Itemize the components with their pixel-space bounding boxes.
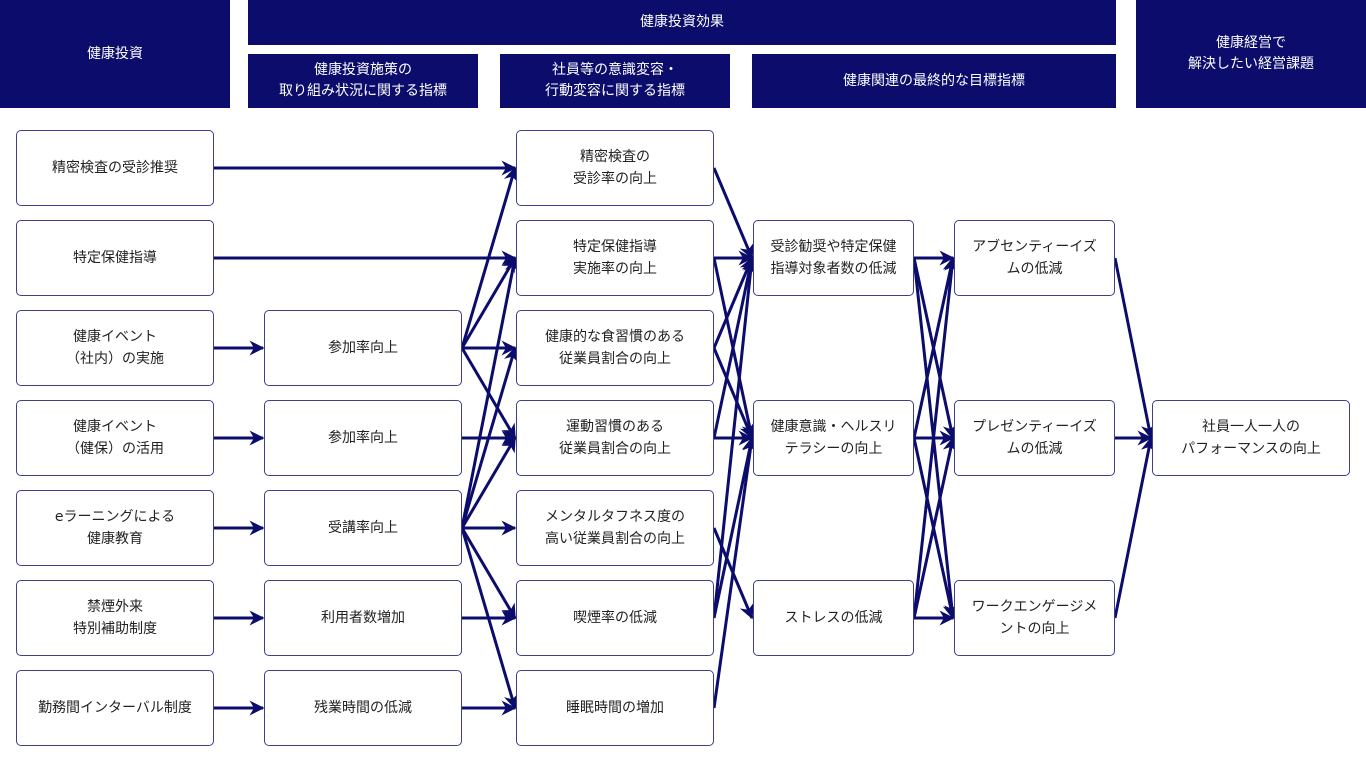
arrow-mea_attend-to-beh_exercise [460,436,517,529]
header-investment: 健康投資 [0,0,230,108]
node-smoking-clinic-subsidy: 禁煙外来 特別補助制度 [16,580,214,656]
node-guidance-rate: 特定保健指導 実施率の向上 [516,220,714,296]
node-participation-rate-2: 参加率向上 [264,400,462,476]
node-internal-health-event: 健康イベント （社内）の実施 [16,310,214,386]
node-exercise-habit-ratio: 運動習慣のある 従業員割合の向上 [516,400,714,476]
node-stress-reduction: ストレスの低減 [753,580,914,656]
arrow-beh_smoking-to-fin_literacy [712,436,757,619]
arrow-mea_attend-to-beh_diet [460,346,519,529]
node-presenteeism-reduction: プレゼンティーイズ ムの低減 [954,400,1115,476]
arrow-mea_attend-to-beh_smoking [460,527,517,620]
arrow-beh_exercise-to-fin_target [712,256,757,439]
node-work-engagement: ワークエンゲージメ ントの向上 [954,580,1115,656]
arrow-out_engage-to-goal [1113,436,1156,619]
node-work-interval-system: 勤務間インターバル制度 [16,670,214,746]
arrow-fin_stress-to-out_absent [912,256,960,619]
header-final-indicators: 健康関連の最終的な目標指標 [752,54,1116,108]
header-awareness: 社員等の意識変容・ 行動変容に関する指標 [500,54,730,108]
node-health-guidance: 特定保健指導 [16,220,214,296]
node-sleep-time: 睡眠時間の増加 [516,670,714,746]
node-healthy-diet-ratio: 健康的な食習慣のある 従業員割合の向上 [516,310,714,386]
arrow-beh_diet-to-fin_literacy [712,347,754,440]
node-absenteeism-reduction: アブセンティーイズ ムの低減 [954,220,1115,296]
node-mental-toughness-ratio: メンタルタフネス度の 高い従業員割合の向上 [516,490,714,566]
arrow-beh_checkup-to-fin_target [712,167,754,260]
arrow-beh_sleep-to-fin_literacy [712,436,758,709]
header-effect: 健康投資効果 [248,0,1116,45]
node-insurer-health-event: 健康イベント （健保）の活用 [16,400,214,476]
node-user-count-increase: 利用者数増加 [264,580,462,656]
node-attendance-rate: 受講率向上 [264,490,462,566]
arrow-fin_stress-to-out_present [912,436,958,619]
node-overtime-reduction: 残業時間の低減 [264,670,462,746]
header-measures: 健康投資施策の 取り組み状況に関する指標 [248,54,478,108]
arrow-mea_part1-to-beh_guidance [460,256,517,349]
node-elearning-education: eラーニングによる 健康教育 [16,490,214,566]
node-checkup-rate: 精密検査の 受診率の向上 [516,130,714,206]
node-employee-performance: 社員一人一人の パフォーマンスの向上 [1152,400,1350,476]
arrow-out_absent-to-goal [1113,257,1156,440]
node-health-literacy: 健康意識・ヘルスリ テラシーの向上 [753,400,914,476]
arrow-beh_smoking-to-fin_target [712,256,759,619]
node-participation-rate-1: 参加率向上 [264,310,462,386]
node-smoking-rate: 喫煙率の低減 [516,580,714,656]
node-checkup-recommendation: 精密検査の受診推奨 [16,130,214,206]
header-management-issue: 健康経営で 解決したい経営課題 [1136,0,1366,108]
arrow-beh_diet-to-fin_target [712,256,754,349]
arrow-fin_literacy-to-out_absent [912,256,958,439]
arrow-mea_attend-to-beh_guidance [460,256,520,529]
node-target-count-reduction: 受診勧奨や特定保健 指導対象者数の低減 [753,220,914,296]
arrow-mea_part1-to-beh_checkup [460,166,519,349]
